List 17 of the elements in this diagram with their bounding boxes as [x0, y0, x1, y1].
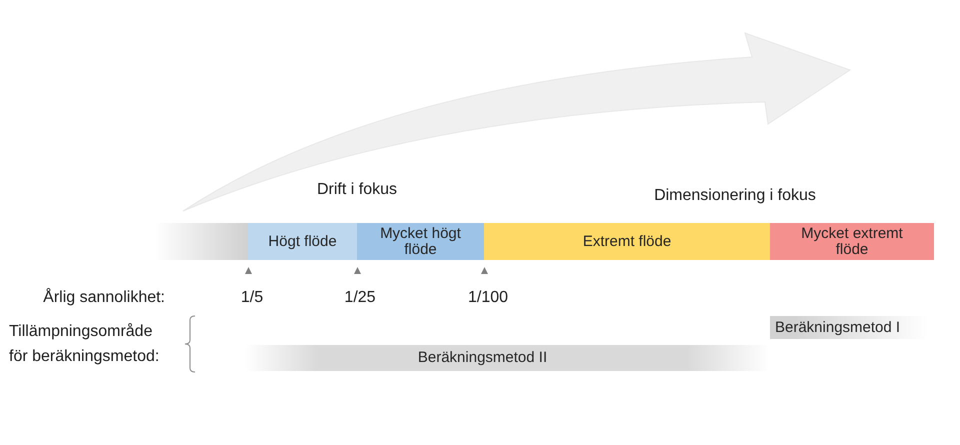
row-label: Årlig sannolikhet: — [42, 287, 165, 308]
phase-heading: Drift i fokus — [316, 180, 398, 200]
segment-label: Extremt flöde — [582, 234, 672, 250]
probability-value: 1/25 — [343, 288, 377, 308]
phase-heading: Dimensionering i fokus — [653, 186, 817, 206]
segment-label: Beräkningsmetod I — [775, 320, 900, 336]
flow-category-segment — [484, 223, 770, 260]
segment-label: Mycket högt flöde — [379, 226, 462, 258]
segment-label: Mycket extremt flöde — [800, 226, 904, 258]
segment-label: Högt flöde — [268, 234, 337, 250]
row-label: Tillämpningsområde för beräkningsmetod: — [9, 322, 160, 367]
flow-category-segment — [248, 223, 357, 260]
probability-value: 1/5 — [240, 288, 264, 308]
segment-label: Beräkningsmetod II — [418, 350, 548, 366]
probability-value: 1/100 — [466, 288, 510, 308]
flow-category-segment — [357, 223, 484, 260]
flow-category-segment — [770, 223, 934, 260]
